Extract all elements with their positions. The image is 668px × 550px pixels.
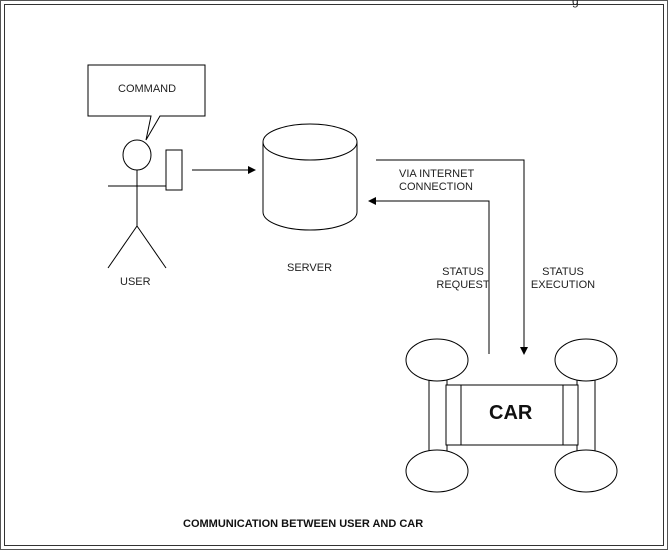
command-speech-bubble: [87, 64, 206, 141]
status-request-line2: REQUEST: [436, 279, 490, 291]
via-internet-line1: VIA INTERNET: [399, 168, 475, 180]
car-body: [445, 384, 579, 446]
arrow-status-request: [368, 197, 490, 354]
via-internet-line2: CONNECTION: [399, 181, 473, 193]
user-stick-figure: [107, 139, 167, 269]
server-label: SERVER: [287, 262, 333, 274]
user-label: USER: [120, 276, 151, 288]
status-request-line1: STATUS: [442, 266, 484, 278]
phone-device: [165, 149, 183, 191]
user-head: [122, 139, 152, 171]
server-cylinder: [262, 123, 358, 231]
status-execution-label: STATUS EXECUTION: [526, 266, 600, 292]
status-execution-line2: EXECUTION: [530, 279, 596, 291]
car-shape: [405, 338, 618, 493]
car-wheel-rear-right: [554, 449, 618, 493]
car-right-axle: [576, 369, 596, 463]
car-label: CAR: [489, 402, 533, 424]
via-internet-label: VIA INTERNET CONNECTION: [399, 168, 474, 194]
arrow-status-execution: [376, 159, 528, 355]
diagram-caption: COMMUNICATION BETWEEN USER AND CAR: [183, 518, 424, 530]
car-left-axle: [428, 369, 448, 463]
status-execution-line1: STATUS: [542, 266, 584, 278]
status-request-label: STATUS REQUEST: [436, 266, 490, 292]
top-partial-text: g: [572, 0, 579, 8]
inner-frame: [4, 4, 664, 546]
car-wheel-rear-left: [405, 449, 469, 493]
user-right-leg: [136, 225, 167, 269]
car-wheel-front-right: [554, 338, 618, 382]
command-label: COMMAND: [118, 83, 177, 95]
user-left-leg: [107, 225, 138, 269]
car-wheel-front-left: [405, 338, 469, 382]
